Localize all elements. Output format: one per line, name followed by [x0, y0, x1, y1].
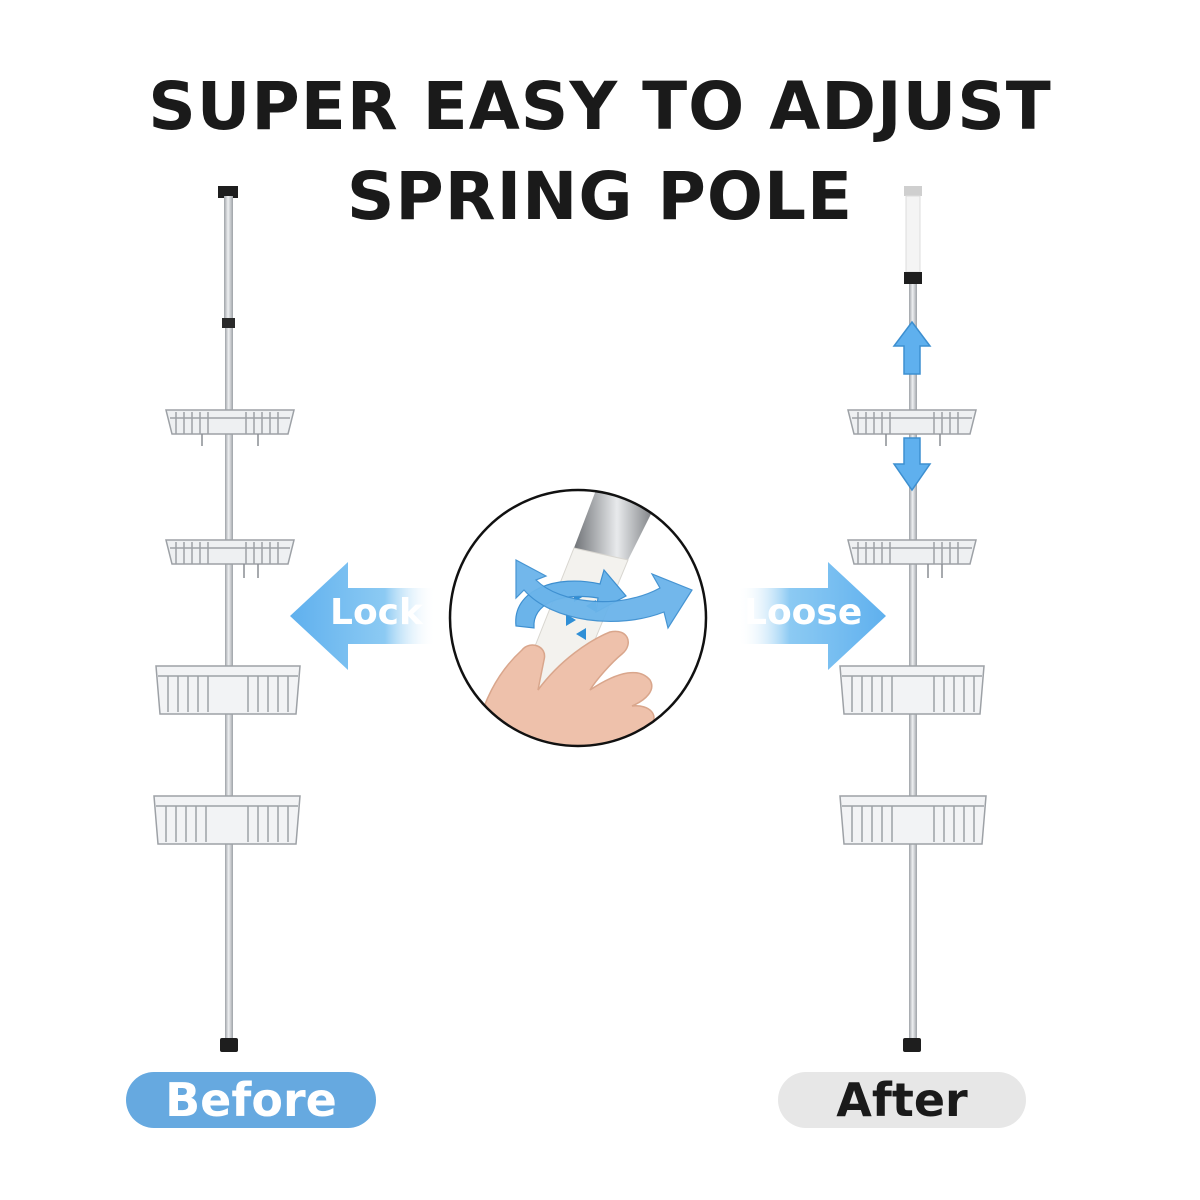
shelf — [155, 665, 301, 715]
lock-label: Lock — [330, 592, 423, 633]
after-badge: After — [778, 1072, 1026, 1128]
down-arrow-icon — [892, 437, 932, 492]
twist-detail-circle — [448, 488, 708, 748]
loose-arrow — [738, 562, 886, 670]
shelf — [839, 665, 985, 715]
before-badge: Before — [126, 1072, 376, 1128]
title-line-1: SUPER EASY TO ADJUST — [148, 68, 1052, 145]
lock-arrow — [290, 562, 436, 670]
top-cap — [218, 186, 238, 198]
bottom-cap — [903, 1038, 921, 1052]
shelf — [153, 795, 301, 845]
shelf — [839, 795, 987, 845]
bottom-cap — [220, 1038, 238, 1052]
after-pole — [839, 186, 987, 1052]
before-pole — [153, 186, 301, 1052]
title-line-2: SPRING POLE — [346, 158, 854, 235]
shelf — [165, 539, 295, 578]
up-arrow-icon — [892, 320, 932, 375]
lock-collar — [222, 318, 235, 328]
rotate-arrows-icon — [515, 559, 693, 630]
top-cap — [904, 272, 922, 284]
shelf — [847, 409, 977, 446]
loose-label: Loose — [744, 592, 863, 633]
shelf — [847, 539, 977, 578]
shelf — [165, 409, 295, 446]
